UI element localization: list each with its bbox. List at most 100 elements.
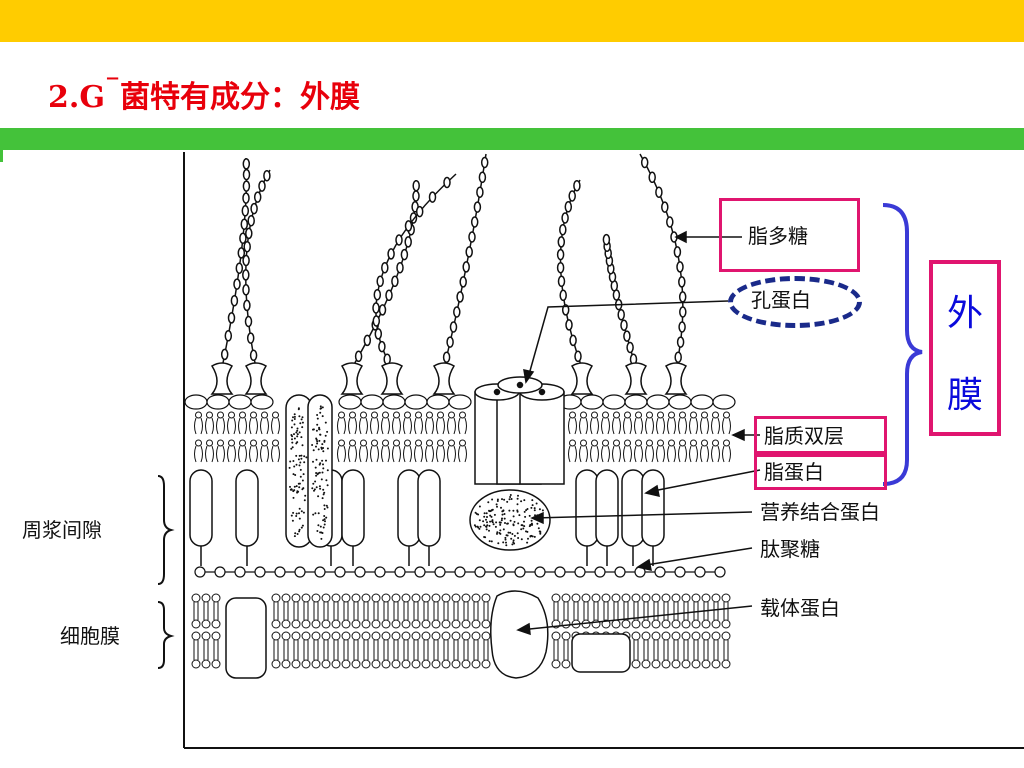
peptidoglycan-unit [274, 566, 286, 578]
stipple-dot [297, 407, 300, 410]
lipid-tail [722, 445, 731, 463]
inner-lipid-head [301, 659, 311, 669]
stipple-dot [323, 504, 326, 507]
inner-lipid-head [361, 659, 371, 669]
lipid-head-small [646, 411, 653, 419]
stipple-dot [321, 471, 324, 474]
inner-lipid-tail [433, 648, 439, 660]
stipple-dot [293, 433, 295, 436]
stipple-dot [296, 435, 299, 438]
lipid-head-small [657, 411, 664, 419]
inner-lipid-tail [633, 648, 639, 660]
inner-lipid-head [371, 619, 381, 629]
stipple-dot [479, 525, 482, 528]
lipid-head-small [371, 411, 378, 419]
inner-lipid-tail [443, 608, 449, 620]
lps-bead [459, 276, 467, 288]
lipid-head [404, 394, 428, 410]
stipple-dot [292, 460, 295, 462]
stipple-dot [298, 528, 301, 531]
stipple-dot [508, 498, 511, 501]
inner-lipid-head [461, 593, 471, 603]
inner-lipid-head [321, 619, 331, 629]
lps-bead [378, 304, 387, 316]
stipple-dot [292, 496, 295, 499]
stipple-dot [289, 460, 292, 463]
inner-lipid-tail [453, 648, 459, 660]
inner-lipid-head [281, 619, 291, 629]
stipple-dot [298, 486, 301, 489]
lipid-tail [359, 417, 368, 435]
lipid-head-small [701, 439, 708, 447]
lps-bead [678, 291, 687, 303]
stipple-dot [510, 537, 513, 540]
lps-bead [224, 330, 233, 342]
stipple-dot [538, 530, 541, 533]
lipid-head-small [437, 439, 444, 447]
inner-lipid-tail [693, 648, 699, 660]
peptidoglycan-unit [474, 566, 486, 578]
lipid-head [184, 394, 208, 410]
inner-lipid-tail [203, 648, 209, 660]
lps-bead [412, 179, 420, 192]
lipid-tail [227, 445, 236, 463]
lipid-head-small [701, 411, 708, 419]
lipid-head-small [206, 411, 213, 419]
lipid-head-small [217, 439, 224, 447]
inner-lipid-head [691, 659, 701, 669]
inner-lipid-tail [563, 640, 569, 652]
stipple-dot [324, 520, 326, 523]
lipoprotein-capsule [397, 469, 421, 547]
inner-lipid-head [421, 631, 431, 641]
inner-lipid-head [691, 631, 701, 641]
inner-lipid-head [391, 659, 401, 669]
stipple-dot [312, 449, 315, 452]
inner-lipid-head [631, 631, 641, 641]
inner-lipid-tail [373, 608, 379, 620]
stipple-dot [316, 417, 319, 420]
inner-lipid-head [431, 593, 441, 603]
lps-bead [478, 171, 487, 184]
lipid-tail [216, 417, 225, 435]
lipoprotein-capsule [235, 469, 259, 547]
lps-bead [233, 278, 241, 290]
inner-lipid-tail [673, 602, 679, 614]
stipple-dot [295, 442, 298, 445]
lipid-tail [722, 417, 731, 435]
stipple-dot [512, 539, 515, 542]
inner-lipid-head [211, 593, 221, 603]
inner-lipid-head [721, 659, 731, 669]
inner-lipid-head [701, 659, 711, 669]
inner-lipid-head [301, 619, 311, 629]
stipple-dot [508, 509, 511, 512]
lps-bead [246, 332, 255, 344]
outer-membrane-diagram [157, 152, 1024, 749]
inner-lipid-tail [453, 640, 459, 652]
lipid-head-small [338, 411, 345, 419]
stipple-dot [322, 526, 325, 529]
inner-lipid-head [341, 659, 351, 669]
inner-lipid-head [381, 659, 391, 669]
inner-lipid-head [351, 631, 361, 641]
label-lipoprotein: 脂蛋白 [764, 460, 824, 484]
lipid-head [360, 394, 384, 410]
stipple-dot [509, 519, 512, 522]
lipid-head-small [679, 439, 686, 447]
lipid-tail [337, 445, 346, 463]
lps-bead [640, 156, 649, 169]
lipid-head-small [624, 439, 631, 447]
inner-lipid-head [191, 631, 201, 641]
inner-lipid-head [331, 659, 341, 669]
leader-lines [516, 230, 761, 636]
inner-lipid-tail [643, 640, 649, 652]
lipid-head-small [371, 439, 378, 447]
inner-lipid-head [461, 631, 471, 641]
inner-lipid-tail [693, 608, 699, 620]
stipple-dot [291, 441, 294, 444]
inner-lipid-tail [723, 640, 729, 652]
inner-lipid-tail [363, 602, 369, 614]
lipid-head-small [206, 439, 213, 447]
stipple-dot [291, 419, 294, 422]
stipple-dot [504, 522, 506, 524]
lipid-head-small [613, 439, 620, 447]
